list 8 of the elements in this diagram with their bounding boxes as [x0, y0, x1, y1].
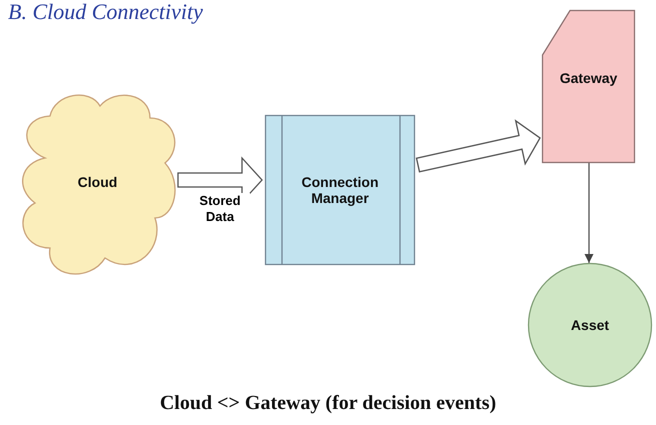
- node-label: Connection Manager: [300, 174, 380, 206]
- node-label: Gateway: [560, 70, 618, 86]
- node-label: Asset: [570, 317, 610, 333]
- block-arrow: [416, 119, 541, 173]
- figure-caption: Cloud <> Gateway (for decision events): [158, 392, 498, 415]
- node-label: Cloud: [78, 174, 118, 190]
- section-heading: B. Cloud Connectivity: [8, 0, 203, 24]
- arrow: [584, 163, 594, 263]
